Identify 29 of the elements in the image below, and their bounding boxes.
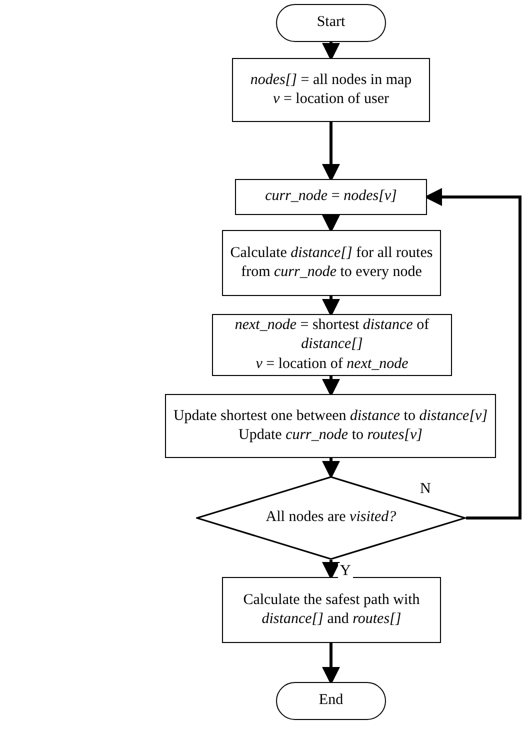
arrow xyxy=(322,458,340,479)
process-box xyxy=(165,394,496,458)
arrow xyxy=(322,296,340,317)
node-text: All nodes are visited? xyxy=(266,508,396,528)
node-text: Calculate distance[] for all routes from curr_node to every node xyxy=(229,244,434,282)
process-box xyxy=(222,577,441,643)
terminal-box xyxy=(276,682,386,720)
process-box xyxy=(212,314,452,376)
process-box xyxy=(232,58,430,122)
arrow xyxy=(322,560,340,580)
node-text: Calculate the safest path with distance[] and routes[] xyxy=(242,590,421,629)
node-text: curr_node = nodes[v] xyxy=(265,187,397,206)
node-text: Update curr_node to routes[v] xyxy=(238,426,423,445)
node-text: nodes[] = all nodes in map xyxy=(250,70,412,90)
terminal-box xyxy=(276,4,386,42)
node-text: End xyxy=(318,691,344,710)
arrow xyxy=(322,643,340,685)
arrow xyxy=(322,376,340,397)
edge-label: Y xyxy=(338,563,353,580)
node-text: Start xyxy=(316,13,346,32)
node-text: v = location of next_node xyxy=(256,354,408,374)
process-box xyxy=(222,230,441,296)
arrow xyxy=(322,42,340,61)
process-box xyxy=(235,179,427,215)
arrow xyxy=(322,122,340,182)
node-text: Update shortest one between distance to distance[v] xyxy=(173,406,488,426)
decision-diamond xyxy=(196,476,466,560)
node-text: v = location of user xyxy=(273,90,389,109)
arrow xyxy=(322,215,340,233)
